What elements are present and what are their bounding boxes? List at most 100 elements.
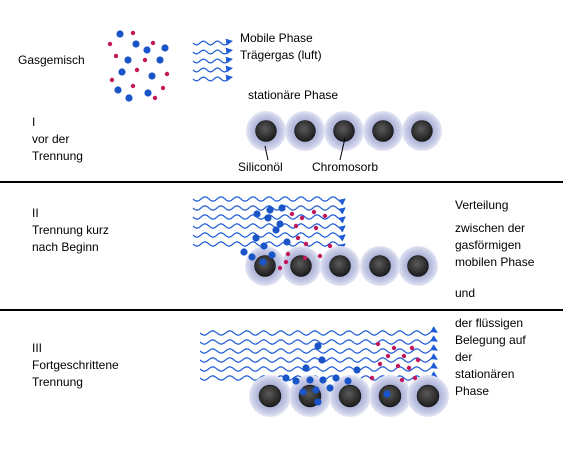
red-molecule — [142, 57, 148, 63]
blue-molecule — [125, 94, 133, 102]
red-molecule — [164, 71, 170, 77]
explanation-line-6: der flüssigen — [455, 316, 524, 330]
red-molecule — [283, 259, 289, 265]
flow-arrow — [192, 74, 233, 82]
blue-molecule — [299, 388, 307, 396]
red-molecule — [401, 353, 407, 359]
blue-molecule — [116, 30, 124, 38]
blue-molecule — [161, 44, 169, 52]
red-molecule — [327, 243, 333, 249]
stationary-particle — [324, 111, 364, 151]
blue-molecule — [314, 342, 322, 350]
gas-mixture-label: Gasgemisch — [18, 53, 85, 67]
blue-molecule — [292, 377, 300, 385]
blue-molecule — [272, 226, 280, 234]
stage-3-line-2: Fortgeschrittene — [32, 358, 119, 372]
flow-arrow — [192, 223, 346, 233]
explanation-line-7: Belegung auf — [455, 333, 526, 347]
explanation-part-2: der flüssigen Belegung auf der stationär… — [455, 315, 526, 400]
red-molecule — [152, 95, 158, 101]
red-molecule — [113, 53, 119, 59]
blue-molecule — [240, 248, 248, 256]
chromosorb-core — [416, 384, 440, 408]
molecules — [107, 30, 421, 406]
blue-molecule — [252, 234, 260, 242]
red-molecule — [109, 77, 115, 83]
explanation-line-4: mobilen Phase — [455, 255, 535, 269]
chromosorb-core — [329, 255, 351, 277]
stationary-phase-label: stationäre Phase — [248, 88, 339, 102]
chromosorb-pointer — [339, 137, 346, 161]
blue-molecule — [253, 210, 261, 218]
blue-molecule — [144, 89, 152, 97]
stationary-particle — [320, 246, 360, 286]
stage-3-line-3: Trennung — [32, 375, 83, 389]
stationary-particle — [246, 111, 286, 151]
blue-molecule — [248, 253, 256, 261]
blue-molecule — [259, 258, 267, 266]
stationary-particle — [407, 375, 449, 417]
blue-molecule — [282, 374, 290, 382]
chromosorb-core — [255, 120, 277, 142]
flow-arrow — [192, 56, 233, 64]
divider-stage-1 — [0, 181, 563, 183]
blue-molecule — [143, 46, 151, 54]
mobile-phase-line-2: Trägergas (luft) — [240, 48, 322, 62]
chromosorb-core — [254, 255, 276, 277]
red-molecule — [130, 30, 136, 36]
red-molecule — [303, 241, 309, 247]
blue-molecule — [148, 72, 156, 80]
blue-molecule — [260, 242, 268, 250]
explanation-line-9: stationären — [455, 367, 515, 381]
blue-molecule — [118, 68, 126, 76]
blue-molecule — [314, 398, 322, 406]
silicone-oil-pointer — [264, 145, 269, 161]
blue-molecule — [278, 204, 286, 212]
blue-molecule — [353, 366, 361, 374]
red-molecule — [395, 363, 401, 369]
red-molecule — [160, 85, 166, 91]
stationary-particle — [398, 246, 438, 286]
red-molecule — [385, 353, 391, 359]
chromosorb-label: Chromosorb — [312, 160, 379, 174]
stage-2-line-3: nach Beginn — [32, 240, 99, 254]
flow-arrow — [199, 335, 438, 345]
stage-3-numeral: III — [32, 341, 43, 355]
red-molecule — [302, 255, 308, 261]
explanation-line-3: gasförmigen — [455, 238, 522, 252]
stationary-particle — [249, 375, 291, 417]
chromosorb-core — [258, 384, 282, 408]
blue-molecule — [312, 386, 320, 394]
blue-molecule — [132, 40, 140, 48]
chromosorb-core — [294, 120, 316, 142]
red-molecule — [313, 225, 319, 231]
blue-molecule — [326, 384, 334, 392]
red-molecule — [409, 345, 415, 351]
red-molecule — [415, 357, 421, 363]
blue-molecule — [318, 356, 326, 364]
chromosorb-core — [369, 255, 391, 277]
red-molecule — [322, 213, 328, 219]
stationary-particle — [285, 111, 325, 151]
red-molecule — [134, 67, 140, 73]
flow-arrow — [199, 344, 438, 354]
flow-arrow — [199, 362, 438, 372]
explanation-line-10: Phase — [455, 384, 490, 398]
stage-1-line-2: vor der — [32, 132, 70, 146]
explanation-line-8: der — [455, 350, 473, 364]
stage-1-label: I vor der Trennung — [32, 114, 83, 165]
red-molecule — [299, 215, 305, 221]
stationary-particle — [369, 375, 411, 417]
blue-molecule — [124, 56, 132, 64]
stage-2-numeral: II — [32, 206, 39, 220]
red-molecule — [285, 251, 291, 257]
blue-molecule — [319, 376, 327, 384]
red-molecule — [399, 377, 405, 383]
chromosorb-core — [407, 255, 429, 277]
red-molecule — [295, 235, 301, 241]
mobile-phase-line-1: Mobile Phase — [240, 31, 313, 45]
red-molecule — [130, 83, 136, 89]
red-molecule — [293, 223, 299, 229]
red-molecule — [406, 365, 412, 371]
